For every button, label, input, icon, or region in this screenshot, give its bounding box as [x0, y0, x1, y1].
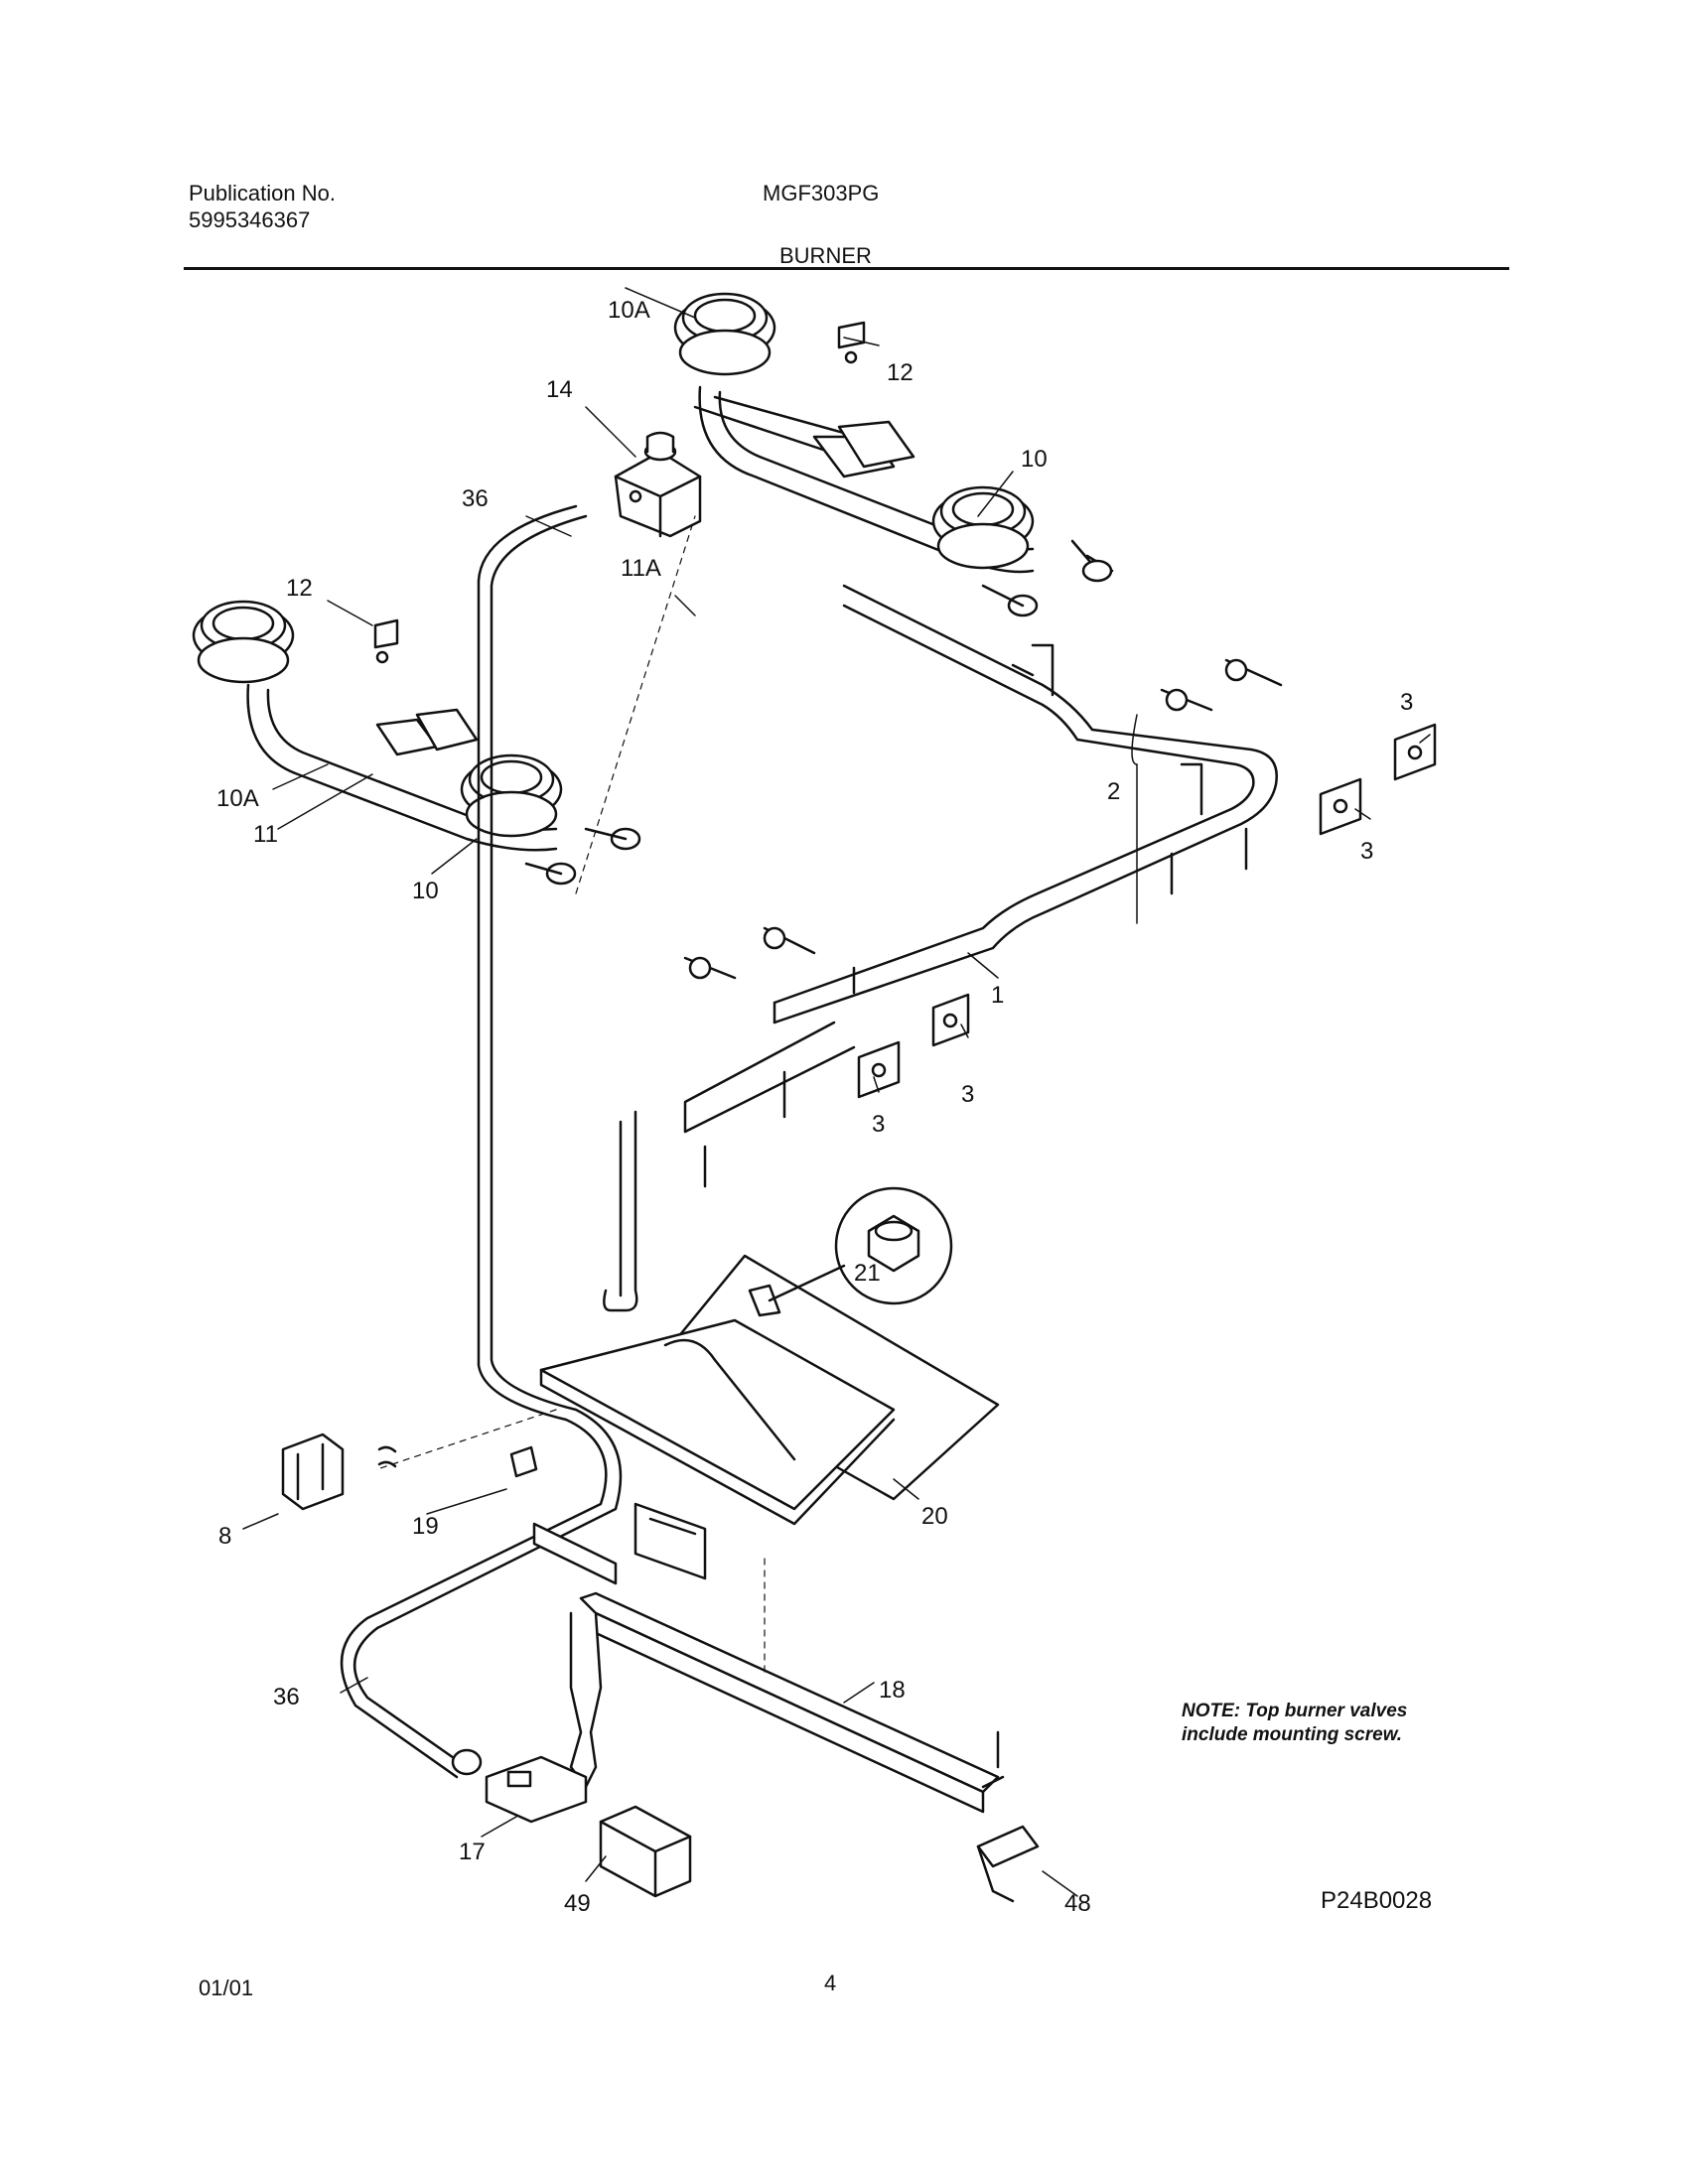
callout-18: 18 — [879, 1677, 906, 1704]
callout-1: 1 — [991, 982, 1004, 1009]
callout-49: 49 — [564, 1890, 591, 1917]
section-title: BURNER — [779, 243, 872, 268]
oven-burner — [532, 1502, 1005, 1814]
diagram-id: P24B0028 — [1321, 1887, 1432, 1914]
callout-36-top: 36 — [462, 485, 489, 512]
publication-number: 5995346367 — [189, 207, 311, 232]
callout-36-bottom: 36 — [273, 1684, 300, 1710]
nut-detail — [768, 1186, 953, 1305]
lower-left-burner-assembly — [192, 600, 641, 886]
callout-8: 8 — [218, 1523, 231, 1550]
manifold — [683, 584, 1278, 1188]
callout-10a-left: 10A — [216, 785, 259, 812]
callout-14: 14 — [546, 376, 573, 403]
callout-19: 19 — [412, 1513, 439, 1540]
header-rule — [184, 267, 1509, 270]
callouts: 10A 12 14 36 10 11A 12 10A 11 10 3 3 2 1… — [216, 297, 1432, 1917]
valves — [683, 658, 1283, 980]
callout-10-top: 10 — [1021, 446, 1048, 473]
oven-orifice-and-brackets — [451, 1748, 1040, 1903]
footer-date: 01/01 — [199, 1976, 254, 2000]
dashed-guides — [376, 515, 766, 1679]
callout-48: 48 — [1064, 1890, 1091, 1917]
leader-lines — [242, 287, 1431, 1897]
callout-11: 11 — [253, 821, 278, 848]
callout-10a-top: 10A — [608, 297, 650, 324]
pressure-regulator — [614, 431, 702, 538]
page-number: 4 — [824, 1971, 837, 1995]
callout-21: 21 — [854, 1260, 881, 1287]
callout-3-c: 3 — [961, 1081, 974, 1108]
gas-tubing — [340, 504, 638, 1779]
ignitor-and-clip — [281, 1433, 538, 1511]
note-line-2: include mounting screw. — [1182, 1724, 1403, 1745]
callout-2: 2 — [1107, 778, 1120, 805]
baffle — [539, 1254, 1000, 1526]
upper-burner-assembly — [673, 292, 1114, 617]
callout-3-d: 3 — [872, 1111, 885, 1138]
note-line-1: NOTE: Top burner valves — [1182, 1701, 1408, 1721]
callout-12-top: 12 — [887, 359, 914, 386]
publication-label: Publication No. — [189, 181, 336, 205]
valve-shields — [857, 723, 1437, 1099]
callout-20: 20 — [921, 1503, 948, 1530]
callout-11a: 11A — [621, 555, 661, 582]
callout-17: 17 — [459, 1839, 486, 1865]
callout-12-left: 12 — [286, 575, 313, 602]
mounting-note: NOTE: Top burner valves include mounting… — [1182, 1700, 1407, 1747]
callout-10-left: 10 — [412, 878, 439, 904]
callout-3-b: 3 — [1360, 838, 1373, 865]
model-number: MGF303PG — [763, 181, 880, 205]
callout-3-a: 3 — [1400, 689, 1413, 716]
